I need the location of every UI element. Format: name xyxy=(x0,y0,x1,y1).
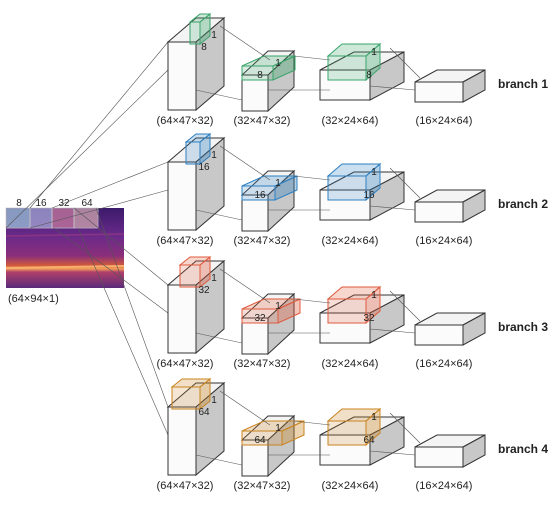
conv1-kernel-label: 32 xyxy=(198,285,210,296)
branch-4: 164(64×47×32)164(32×47×32)164(32×24×64)(… xyxy=(77,207,548,492)
conv2-dim-label: (32×47×32) xyxy=(234,480,291,492)
conv3-dim-label: (32×24×64) xyxy=(322,480,379,492)
conv1-depth-mark: 1 xyxy=(211,150,217,161)
filter-window-32 xyxy=(51,207,75,229)
conv4-block xyxy=(414,434,486,468)
branch-3: 132(64×47×32)132(32×47×32)132(32×24×64)(… xyxy=(53,207,548,370)
conv3-kernel-label: 16 xyxy=(363,190,375,201)
conv2-dim-label: (32×47×32) xyxy=(234,115,291,127)
conv4-block xyxy=(414,189,486,223)
conv2-kernel-label: 16 xyxy=(254,190,266,201)
conv3-block xyxy=(319,51,405,101)
conv3-kernel xyxy=(326,42,382,82)
filter-window-8 xyxy=(5,207,31,229)
branch-2: 116(64×47×32)116(32×47×32)116(32×24×64)(… xyxy=(29,132,548,247)
conv3-kernel xyxy=(326,162,382,202)
conv2-kernel-label: 8 xyxy=(257,70,263,81)
conv3-kernel xyxy=(326,407,382,447)
conv4-dim-label: (16×24×64) xyxy=(416,115,473,127)
input-dim-label: (64×94×1) xyxy=(8,293,59,305)
conv2-kernel xyxy=(241,420,305,446)
conv3-block xyxy=(319,171,405,221)
conv1-depth-mark: 1 xyxy=(211,30,217,41)
branch-label: branch 4 xyxy=(498,442,548,456)
conv3-dim-label: (32×24×64) xyxy=(322,115,379,127)
conv2-dim-label: (32×47×32) xyxy=(234,235,291,247)
conv1-kernel-label: 16 xyxy=(198,162,210,173)
conv2-dim-label: (32×47×32) xyxy=(234,358,291,370)
filter-label-16: 16 xyxy=(35,198,47,209)
conv1-kernel xyxy=(188,12,212,46)
conv3-depth-mark: 1 xyxy=(371,290,377,301)
branch-label: branch 1 xyxy=(498,77,548,91)
conv2-depth-mark: 1 xyxy=(275,58,281,69)
conv2-kernel xyxy=(241,298,301,324)
input-spectrogram: 8 16 32 64 (64×94×1) xyxy=(5,198,125,305)
filter-label-8: 8 xyxy=(16,198,22,209)
conv3-kernel-label: 32 xyxy=(363,313,375,324)
conv1-dim-label: (64×47×32) xyxy=(157,115,214,127)
conv3-dim-label: (32×24×64) xyxy=(322,358,379,370)
conv1-dim-label: (64×47×32) xyxy=(157,358,214,370)
conv2-kernel-label: 32 xyxy=(254,313,266,324)
conv3-kernel-label: 64 xyxy=(363,435,375,446)
conv2-block xyxy=(240,292,296,356)
conv1-depth-mark: 1 xyxy=(211,273,217,284)
conv1-kernel-label: 8 xyxy=(201,42,207,53)
conv4-dim-label: (16×24×64) xyxy=(416,480,473,492)
conv1-kernel xyxy=(184,132,212,166)
conv1-kernel xyxy=(170,377,212,411)
conv2-kernel-label: 64 xyxy=(254,435,266,446)
conv3-kernel-label: 8 xyxy=(366,70,372,81)
conv1-kernel xyxy=(178,255,212,289)
conv3-kernel xyxy=(326,285,382,325)
conv1-dim-label: (64×47×32) xyxy=(157,480,214,492)
conv4-dim-label: (16×24×64) xyxy=(416,358,473,370)
branch-label: branch 3 xyxy=(498,320,548,334)
conv2-depth-mark: 1 xyxy=(275,301,281,312)
filter-label-32: 32 xyxy=(58,198,70,209)
conv4-dim-label: (16×24×64) xyxy=(416,235,473,247)
conv2-block xyxy=(240,49,296,113)
conv2-kernel xyxy=(241,175,298,201)
conv2-block xyxy=(240,414,296,478)
branches-layer: 18(64×47×32)18(32×47×32)18(32×24×64)(16×… xyxy=(5,12,548,492)
conv2-depth-mark: 1 xyxy=(275,178,281,189)
conv2-depth-mark: 1 xyxy=(275,423,281,434)
conv3-dim-label: (32×24×64) xyxy=(322,235,379,247)
conv4-block xyxy=(414,312,486,346)
conv3-block xyxy=(319,416,405,466)
conv3-depth-mark: 1 xyxy=(371,47,377,58)
conv3-depth-mark: 1 xyxy=(371,167,377,178)
conv1-kernel-label: 64 xyxy=(198,407,210,418)
conv3-depth-mark: 1 xyxy=(371,412,377,423)
branch-1: 18(64×47×32)18(32×47×32)18(32×24×64)(16×… xyxy=(5,12,548,229)
conv2-block xyxy=(240,169,296,233)
filter-label-64: 64 xyxy=(81,198,93,209)
conv4-block xyxy=(414,69,486,103)
conv1-depth-mark: 1 xyxy=(211,395,217,406)
conv1-dim-label: (64×47×32) xyxy=(157,235,214,247)
branch-label: branch 2 xyxy=(498,197,548,211)
